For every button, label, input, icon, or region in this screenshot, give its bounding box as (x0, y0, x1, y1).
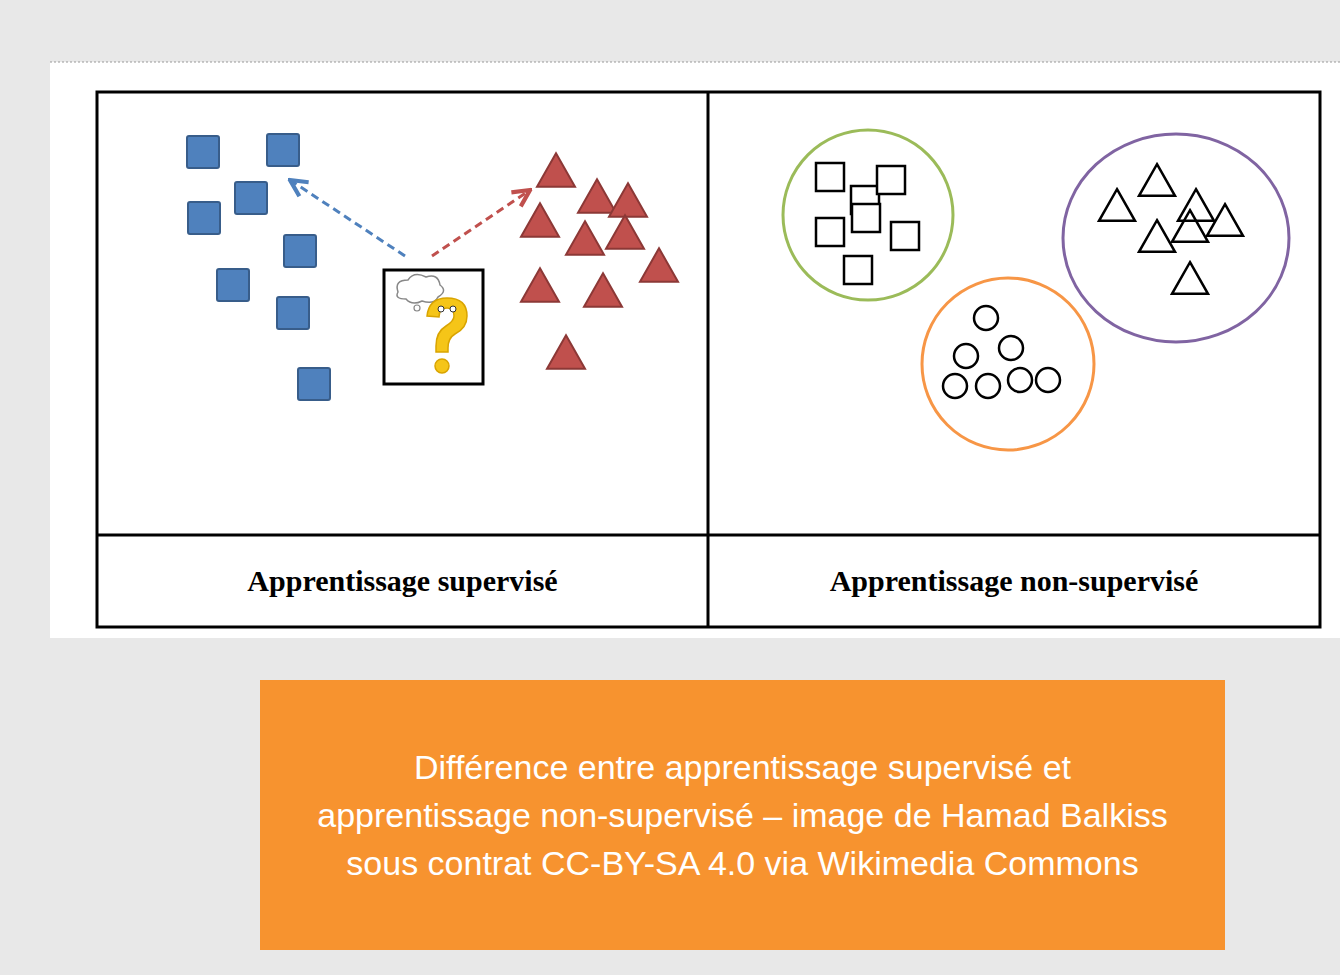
outline-square (816, 218, 844, 246)
outline-circles (943, 306, 1060, 398)
outline-circle (976, 374, 1000, 398)
question-mark (427, 298, 467, 352)
red-triangle (640, 248, 678, 281)
outline-square (891, 222, 919, 250)
outline-square (852, 204, 880, 232)
red-triangle (521, 268, 559, 301)
outline-circle (999, 336, 1023, 360)
clusters (783, 130, 1289, 450)
question-frame (384, 270, 483, 384)
outline-circle (974, 306, 998, 330)
blue-square (188, 202, 220, 234)
eye (450, 306, 456, 312)
red-triangle (578, 179, 616, 212)
blue-square (277, 297, 309, 329)
outline-triangle (1178, 189, 1214, 221)
red-triangles (521, 153, 678, 368)
blue-square (187, 136, 219, 168)
outline-triangles (1099, 164, 1243, 294)
white-panel (50, 62, 1340, 638)
outline-triangle (1172, 262, 1208, 294)
outline-square (816, 163, 844, 191)
blue-square (298, 368, 330, 400)
caption-box: Différence entre apprentissage supervisé… (260, 680, 1225, 950)
outline-squares (816, 163, 919, 284)
table-divider (707, 92, 710, 627)
cluster-circle (922, 278, 1094, 450)
dashed-arrows (290, 180, 530, 256)
blue-square (267, 134, 299, 166)
cell-heading: Apprentissage supervisé (247, 564, 557, 598)
outline-triangle (1099, 189, 1135, 221)
outline-circle (943, 374, 967, 398)
blue-square (235, 182, 267, 214)
dashed-arrow (290, 180, 405, 256)
outline-square (844, 256, 872, 284)
blue-square (217, 269, 249, 301)
cluster-circle (783, 130, 953, 300)
table-border (97, 92, 1320, 627)
red-triangle (609, 183, 647, 216)
dotted-rule (50, 62, 1340, 63)
red-triangle (584, 273, 622, 306)
outline-triangle (1139, 164, 1175, 196)
eye (438, 306, 444, 312)
red-triangle (521, 203, 559, 236)
red-triangle (566, 221, 604, 254)
cluster-circle (1063, 134, 1289, 342)
question-box (384, 270, 483, 384)
red-triangle (547, 335, 585, 368)
thought-bubble (397, 275, 444, 303)
question-dot (435, 359, 449, 373)
outline-triangle (1172, 210, 1208, 242)
cell-heading: Apprentissage non-supervisé (830, 564, 1199, 598)
blue-square (284, 235, 316, 267)
outline-circle (1036, 368, 1060, 392)
thought-dot (414, 305, 420, 311)
dashed-arrow (432, 190, 530, 256)
table-divider (97, 534, 1320, 537)
outline-triangle (1207, 204, 1243, 236)
blue-squares (187, 134, 330, 400)
red-triangle (606, 215, 644, 248)
outline-circle (954, 344, 978, 368)
red-triangle (537, 153, 575, 186)
caption-text: Différence entre apprentissage supervisé… (310, 743, 1175, 888)
outline-circle (1008, 368, 1032, 392)
table-grid (97, 92, 1320, 627)
outline-square (877, 166, 905, 194)
outline-triangle (1139, 220, 1175, 252)
